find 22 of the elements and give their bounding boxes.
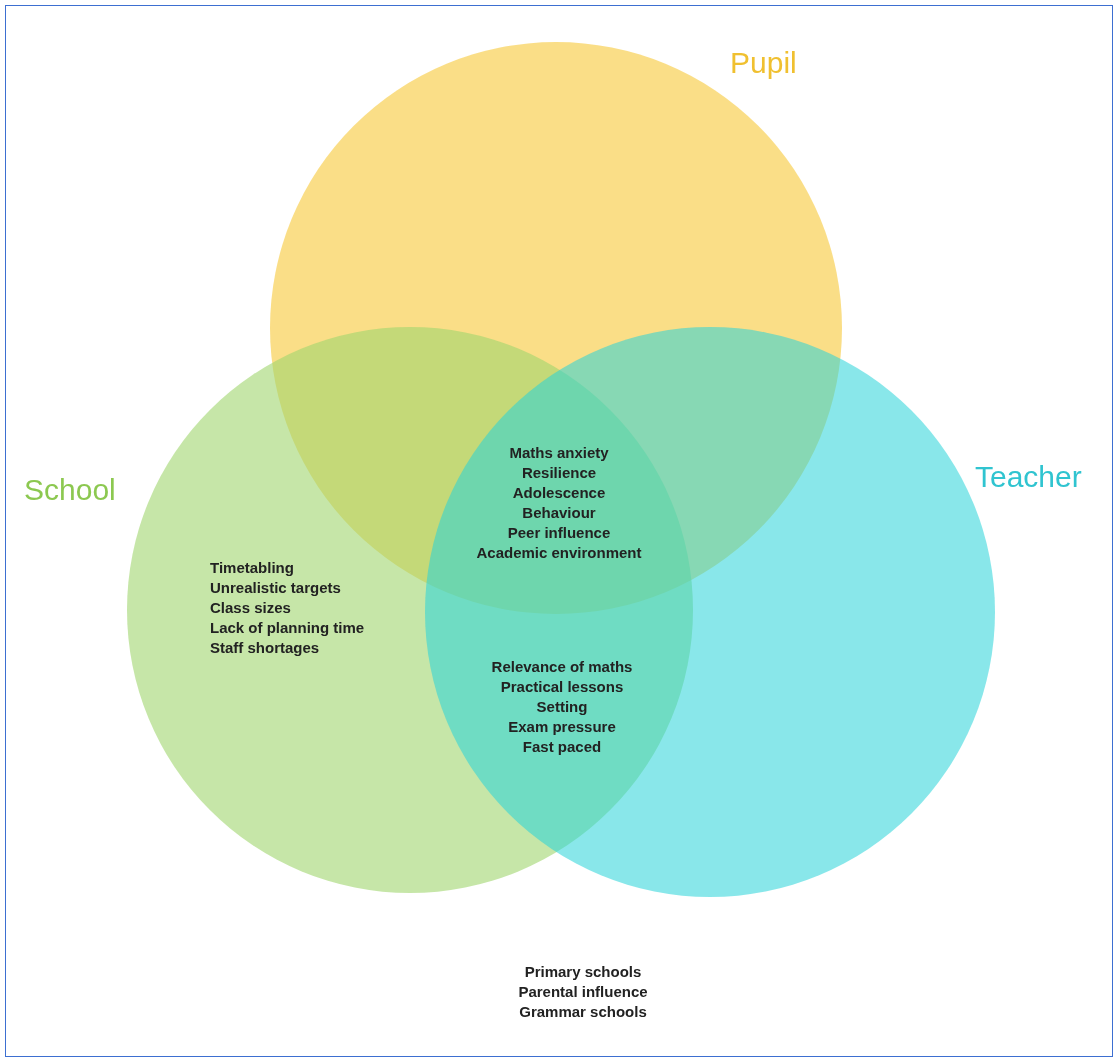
- set-title: Pupil: [730, 48, 797, 78]
- factor-text: Primary schools: [524, 962, 642, 982]
- factor-text: Fast paced: [522, 737, 602, 757]
- factor-text: Class sizes: [210, 598, 291, 618]
- factor-text: Unrealistic targets: [210, 578, 341, 598]
- factor-text: Academic environment: [476, 543, 642, 563]
- set-title: School: [24, 475, 116, 505]
- factor-text: Relevance of maths: [491, 657, 633, 677]
- factor-text: Exam pressure: [508, 717, 616, 737]
- factor-text: Timetabling: [210, 558, 294, 578]
- factor-text: Adolescence: [512, 483, 606, 503]
- factor-text: Behaviour: [522, 503, 596, 523]
- factor-text: Resilience: [521, 463, 597, 483]
- factor-text: Maths anxiety: [509, 443, 609, 463]
- factor-text: Lack of planning time: [210, 618, 365, 638]
- factor-text: Peer influence: [507, 523, 611, 543]
- factor-text: Staff shortages: [210, 638, 320, 658]
- factor-text: Practical lessons: [500, 677, 624, 697]
- factor-text: Grammar schools: [519, 1002, 647, 1022]
- set-title: Teacher: [975, 462, 1082, 492]
- factor-text: Setting: [536, 697, 588, 717]
- factor-text: Parental influence: [518, 982, 648, 1002]
